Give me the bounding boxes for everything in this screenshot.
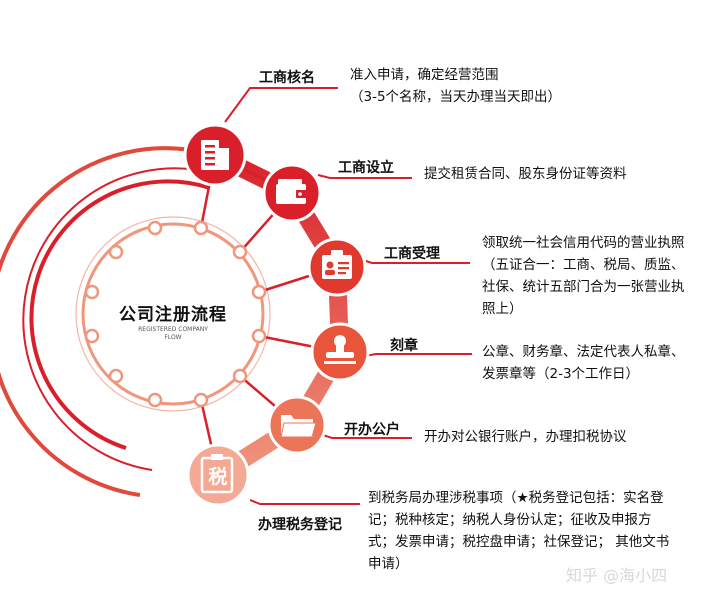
step-node-5 — [267, 395, 327, 455]
step-title-4: 刻章 — [390, 338, 418, 354]
step-title-3: 工商受理 — [384, 246, 440, 262]
desc-line: 照上） — [482, 301, 523, 317]
step-title-6: 办理税务登记 — [258, 517, 342, 533]
outer-arc-1 — [29, 179, 211, 450]
step-title-5: 开办公户 — [344, 422, 400, 438]
desc-line: 到税务局办理涉税事项（★税务登记包括：实名登 — [368, 490, 664, 506]
desc-line: （五证合一：工商、税局、质监、 — [482, 257, 685, 273]
folder-icon — [280, 415, 317, 438]
desc-line: 领取统一社会信用代码的营业执照 — [482, 235, 685, 251]
step-node-1 — [183, 123, 247, 187]
tax-glyph: 税 — [208, 466, 228, 488]
step-desc-2: 提交租赁合同、股东身份证等资料 — [424, 163, 627, 185]
ring-node — [147, 220, 163, 236]
outer-arc-2 — [22, 167, 199, 471]
ring-nodes — [84, 220, 267, 408]
step-node-2 — [262, 163, 322, 223]
desc-line: 开办对公银行账户，办理扣税协议 — [424, 429, 627, 445]
step-desc-5: 开办对公银行账户，办理扣税协议 — [424, 426, 627, 448]
step-node-4 — [310, 322, 370, 382]
desc-line: 准入申请，确定经营范围 — [350, 67, 499, 83]
id-card-icon — [322, 250, 352, 279]
leader-lines — [224, 87, 472, 505]
step-node-6 — [186, 443, 250, 507]
ring-node — [147, 392, 163, 408]
desc-line: 发票章等（2-3个工作日） — [482, 366, 640, 382]
desc-line: 提交租赁合同、股东身份证等资料 — [424, 166, 627, 182]
center-subtitle: REGISTERED COMPANY FLOW — [118, 326, 228, 342]
building-icon — [201, 140, 229, 170]
step-title-2: 工商设立 — [338, 160, 394, 176]
ring-node — [108, 244, 124, 260]
tax-document-icon — [200, 454, 234, 494]
ring-node — [193, 220, 209, 236]
step-desc-3: 领取统一社会信用代码的营业执照 （五证合一：工商、税局、质监、 社保、统计五部门… — [482, 232, 685, 320]
desc-line: 公章、财务章、法定代表人私章、 — [482, 344, 685, 360]
desc-line: 记；税种核定；纳税人身份认定；征收及申报方 — [368, 512, 652, 528]
outer-arc-3 — [0, 146, 191, 497]
inner-ring-thin — [75, 216, 271, 412]
desc-line: 社保、统计五部门合为一张营业执 — [482, 279, 685, 295]
ring-node — [251, 284, 267, 300]
desc-line: 申请） — [368, 556, 409, 572]
center-subtitle-line2: FLOW — [164, 334, 182, 341]
step-title-1: 工商核名 — [259, 70, 315, 86]
step-desc-1: 准入申请，确定经营范围 （3-5个名称，当天办理当天即出） — [350, 64, 561, 108]
ring-node — [193, 392, 209, 408]
ring-node — [232, 368, 248, 384]
stamp-icon — [324, 335, 356, 364]
inner-ring — [81, 222, 265, 406]
wallet-icon — [276, 179, 308, 204]
step-desc-6: 到税务局办理涉税事项（★税务登记包括：实名登 记；税种核定；纳税人身份认定；征收… — [368, 487, 669, 575]
center-subtitle-line1: REGISTERED COMPANY — [138, 326, 208, 333]
ring-node — [232, 244, 248, 260]
ring-node — [84, 328, 100, 344]
ring-node — [108, 368, 124, 384]
step-node-3 — [307, 237, 367, 297]
ring-node — [251, 328, 267, 344]
center-title: 公司注册流程 — [119, 305, 227, 325]
step-desc-4: 公章、财务章、法定代表人私章、 发票章等（2-3个工作日） — [482, 341, 685, 385]
desc-line: （3-5个名称，当天办理当天即出） — [350, 89, 562, 105]
watermark: 知乎 @海小四 — [566, 566, 668, 585]
ring-node — [84, 284, 100, 300]
desc-line: 式；发票申请；税控盘申请；社保登记； 其他文书 — [368, 534, 670, 550]
